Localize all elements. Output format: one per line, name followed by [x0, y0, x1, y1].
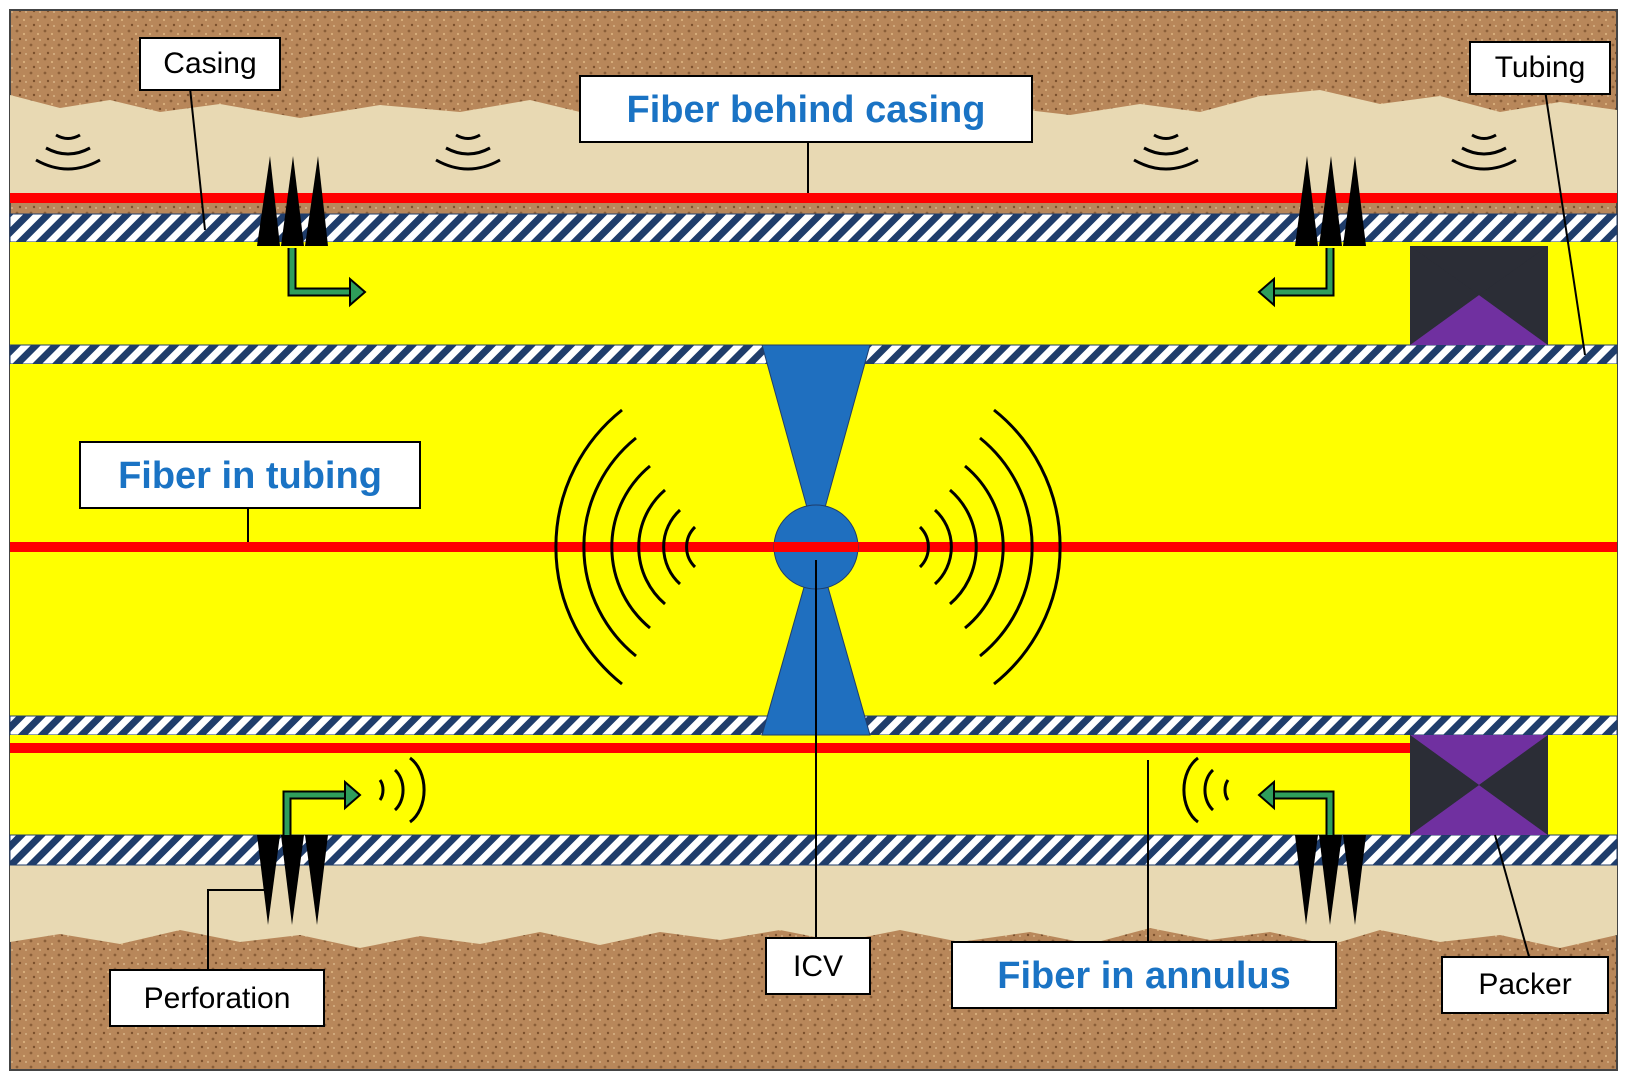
- svg-text:Fiber behind casing: Fiber behind casing: [627, 89, 986, 131]
- svg-text:Fiber in tubing: Fiber in tubing: [118, 455, 382, 497]
- packer-lower-icon: [1410, 735, 1548, 835]
- perforation-charge-icon: [257, 835, 328, 925]
- flow-arrow-head: [344, 779, 362, 811]
- fiber-in-tubing-label: Fiber in tubing: [79, 441, 421, 509]
- packer-upper-icon: [1410, 246, 1548, 345]
- fiber-behind-casing-line: [10, 193, 1617, 203]
- casing-upper: [9, 213, 1618, 243]
- leader-lines: [189, 87, 1586, 979]
- svg-text:ICV: ICV: [793, 950, 843, 983]
- tubing-label: Tubing: [1469, 41, 1611, 95]
- flow-arrow-head: [1257, 276, 1275, 308]
- casing-label: Casing: [139, 37, 281, 91]
- flow-arrow-icon: [289, 248, 352, 295]
- fiber-in-annulus-label: Fiber in annulus: [951, 941, 1337, 1009]
- perforation-charge-icon: [1295, 835, 1366, 925]
- svg-text:Casing: Casing: [163, 47, 256, 80]
- perforation-charge-icon: [1295, 156, 1366, 246]
- sound-wave-icon: [1133, 133, 1199, 171]
- svg-text:Fiber in annulus: Fiber in annulus: [997, 955, 1290, 997]
- flow-arrow-icon: [1272, 248, 1333, 295]
- perforation-label: Perforation: [109, 969, 325, 1027]
- sound-wave-icon: [35, 133, 101, 171]
- sound-wave-icon: [554, 408, 697, 686]
- flow-arrow-head: [349, 276, 367, 308]
- svg-text:Packer: Packer: [1478, 968, 1571, 1001]
- flow-arrow-icon: [284, 792, 347, 835]
- casing-lower: [9, 834, 1618, 866]
- sound-wave-icon: [1182, 756, 1230, 824]
- sound-wave-icon: [435, 133, 501, 171]
- svg-text:Tubing: Tubing: [1495, 51, 1586, 84]
- formation-lower: [10, 865, 1617, 948]
- icv-label: ICV: [765, 937, 871, 995]
- flow-arrow-head: [1257, 779, 1275, 811]
- sound-wave-icon: [1451, 133, 1517, 171]
- formation-upper: [10, 90, 1617, 200]
- fiber-in-annulus-line: [10, 743, 1410, 753]
- sound-wave-icon: [378, 756, 426, 824]
- icv-valve-icon: [761, 344, 871, 736]
- packer-label: Packer: [1441, 956, 1609, 1014]
- fiber-behind-casing-label: Fiber behind casing: [579, 75, 1033, 143]
- svg-text:Perforation: Perforation: [144, 982, 291, 1015]
- sound-wave-icon: [918, 408, 1062, 686]
- flow-arrow-icon: [1272, 792, 1333, 835]
- annulus-upper-fluid: [10, 242, 1617, 345]
- perforation-charge-icon: [257, 156, 328, 246]
